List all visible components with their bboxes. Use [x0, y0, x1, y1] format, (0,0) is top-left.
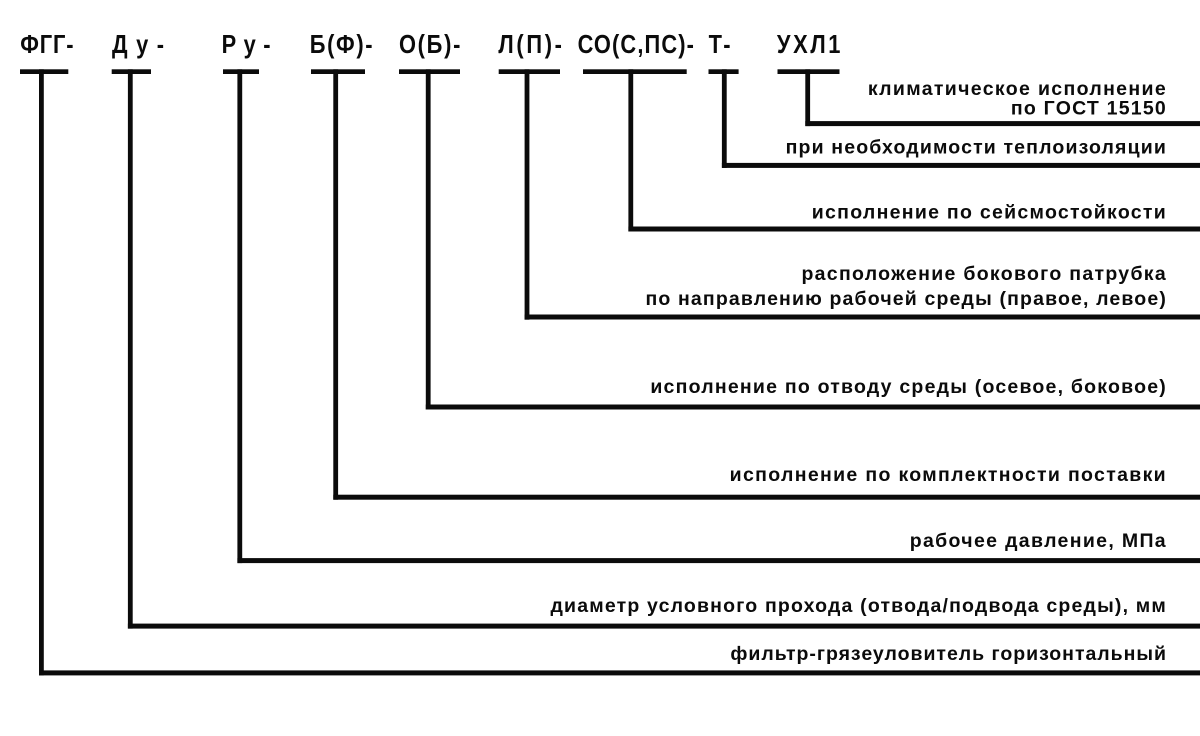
svg-text:рабочее давление, МПа: рабочее давление, МПа [910, 530, 1167, 552]
svg-text:исполнение по комплектности по: исполнение по комплектности поставки [730, 464, 1167, 486]
svg-text:по ГОСТ 15150: по ГОСТ 15150 [1011, 98, 1167, 120]
svg-text:Л(П)-: Л(П)- [498, 30, 564, 59]
svg-text:фильтр-грязеуловитель горизонт: фильтр-грязеуловитель горизонтальный [730, 643, 1167, 665]
svg-text:ФГГ-: ФГГ- [20, 30, 74, 59]
svg-text:диаметр условного прохода (отв: диаметр условного прохода (отвода/подвод… [551, 595, 1168, 617]
svg-text:Ру-: Ру- [222, 30, 278, 59]
svg-text:Б(Ф)-: Б(Ф)- [310, 30, 374, 59]
svg-text:исполнение по сейсмостойкости: исполнение по сейсмостойкости [812, 202, 1167, 224]
svg-text:расположение бокового патрубка: расположение бокового патрубка [801, 263, 1167, 285]
svg-text:по направлению рабочей среды (: по направлению рабочей среды (правое, ле… [645, 288, 1167, 310]
svg-text:УХЛ1: УХЛ1 [777, 30, 843, 59]
svg-text:климатическое исполнение: климатическое исполнение [868, 78, 1167, 100]
svg-text:Ду-: Ду- [112, 30, 172, 59]
svg-text:исполнение по отводу среды (ос: исполнение по отводу среды (осевое, боко… [650, 376, 1167, 398]
svg-text:О(Б)-: О(Б)- [399, 30, 462, 59]
svg-text:Т-: Т- [709, 30, 732, 59]
svg-text:СО(С,ПС)-: СО(С,ПС)- [578, 30, 695, 59]
svg-text:при необходимости теплоизоляци: при необходимости теплоизоляции [786, 136, 1167, 158]
